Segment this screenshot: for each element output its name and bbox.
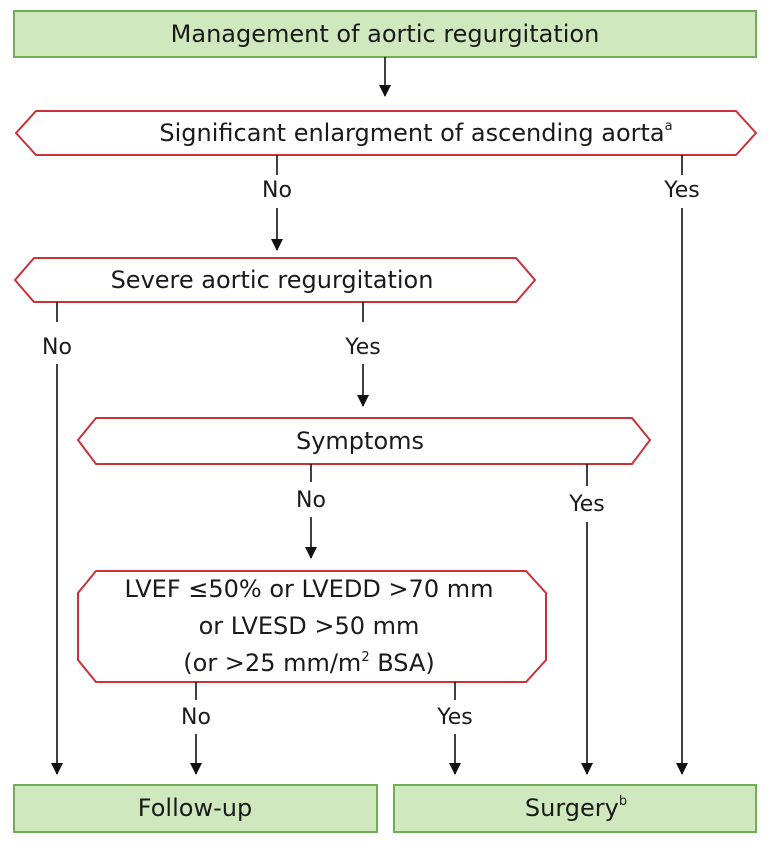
symptoms-no-label: No xyxy=(296,488,326,513)
decision-lv-criteria: LVEF ≤50% or LVEDD >70 mm or LVESD >50 m… xyxy=(77,570,547,683)
decision-symptoms: Symptoms xyxy=(76,417,652,465)
severe-no-label: No xyxy=(42,335,72,360)
svg-text:(or >25 mm/m2 BSA): (or >25 mm/m2 BSA) xyxy=(183,649,434,677)
severe-yes-label: Yes xyxy=(344,335,381,360)
symptoms-text: Symptoms xyxy=(296,427,424,455)
lv-criteria-superscript: 2 xyxy=(361,650,369,665)
lv-criteria-line2: or LVESD >50 mm xyxy=(199,612,420,640)
title-text: Management of aortic regurgitation xyxy=(171,20,600,48)
decision-aorta-enlargement: Significant enlargment of ascending aort… xyxy=(14,110,758,156)
surgery-text: Surgery xyxy=(525,794,619,822)
outcome-surgery: Surgeryb xyxy=(393,784,757,833)
lv-criteria-line3-post: BSA) xyxy=(370,649,435,677)
lv-no-label: No xyxy=(181,705,211,730)
lv-criteria-line3-pre: (or >25 mm/m xyxy=(183,649,361,677)
title-box: Management of aortic regurgitation xyxy=(13,10,757,58)
svg-text:Significant enlargment of asce: Significant enlargment of ascending aort… xyxy=(159,119,672,147)
aorta-footnote-marker: a xyxy=(665,119,673,134)
severe-ar-text: Severe aortic regurgitation xyxy=(111,266,434,294)
surgery-footnote-marker: b xyxy=(619,794,627,809)
svg-text:Surgeryb: Surgeryb xyxy=(525,794,627,822)
aorta-no-label: No xyxy=(262,178,292,203)
lv-yes-label: Yes xyxy=(436,705,473,730)
aorta-yes-label: Yes xyxy=(663,178,700,203)
lv-criteria-line1: LVEF ≤50% or LVEDD >70 mm xyxy=(125,575,494,603)
decision-severe-ar: Severe aortic regurgitation xyxy=(13,257,537,303)
aorta-decision-text: Significant enlargment of ascending aort… xyxy=(159,119,664,147)
outcome-follow-up: Follow-up xyxy=(13,784,378,833)
follow-up-text: Follow-up xyxy=(138,794,252,822)
symptoms-yes-label: Yes xyxy=(568,492,605,517)
